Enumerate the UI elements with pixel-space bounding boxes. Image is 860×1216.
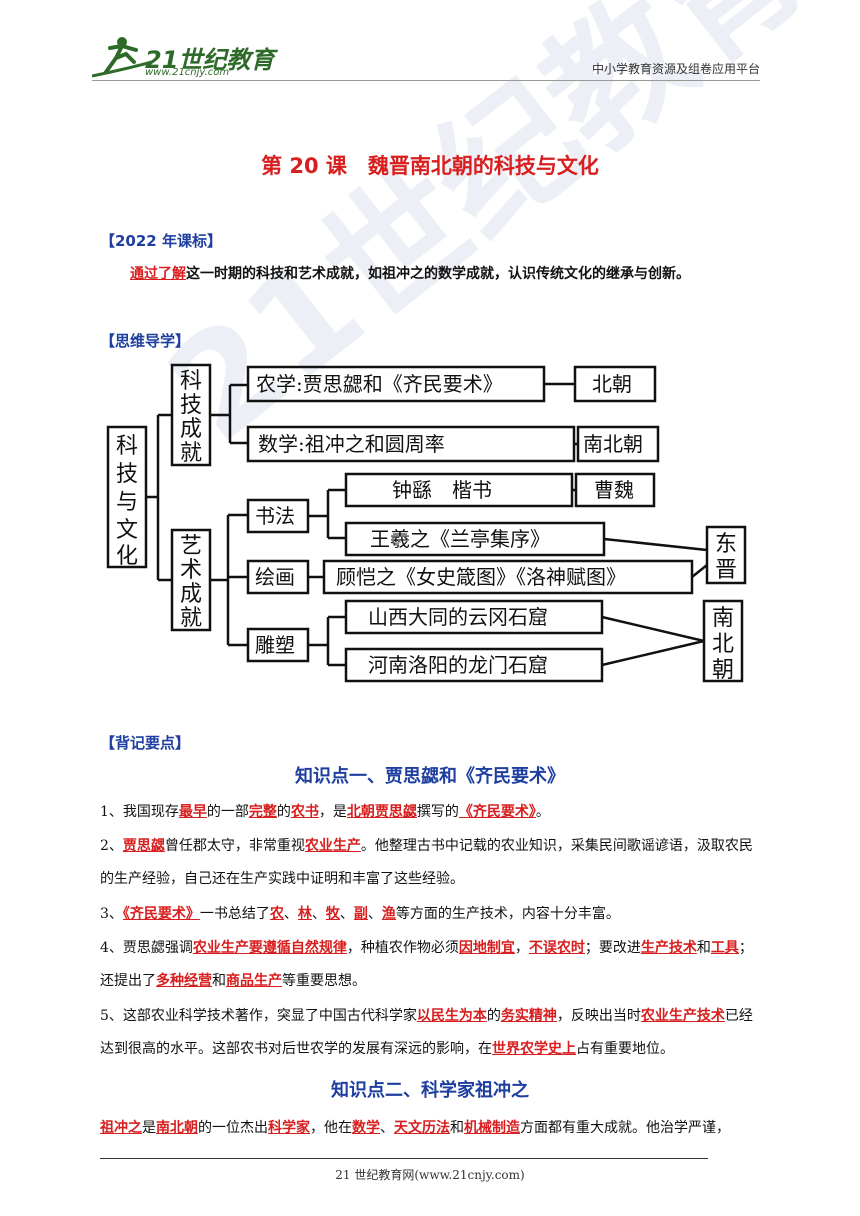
svg-text:文: 文	[116, 518, 138, 543]
svg-text:技: 技	[180, 393, 202, 418]
runner-logo-icon	[91, 37, 153, 78]
mindmap-longmen: 河南洛阳的龙门石窟	[368, 653, 548, 677]
svg-text:成: 成	[180, 582, 202, 607]
footer-text: 21 世纪教育网(www.21cnjy.com)	[335, 1168, 525, 1182]
mindmap-zhongyao: 钟繇 楷书	[392, 478, 492, 502]
mindmap-wangxizhi: 王羲之《兰亭集序》	[370, 527, 550, 551]
kp1-item-3: 3、《齐民要术》一书总结了农、林、牧、副、渔等方面的生产技术，内容十分丰富。	[100, 906, 620, 922]
svg-text:南: 南	[712, 606, 734, 631]
kp1-item-2: 2、贾思勰曾任郡太守，非常重视农业生产。他整理古书中记载的农业知识，采集民间歌谣…	[100, 838, 753, 887]
mindmap-root-char: 科	[116, 434, 138, 459]
mindmap-sculpture: 雕塑	[255, 633, 295, 657]
standard-text: 通过了解这一时期的科技和艺术成就，如祖冲之的数学成就，认识传统文化的继承与创新。	[130, 263, 690, 283]
mindmap-caowei: 曹魏	[594, 478, 634, 502]
logo-url: www.21cnjy.com	[145, 67, 230, 78]
svg-text:艺: 艺	[180, 534, 202, 559]
kp2-title: 知识点二、科学家祖冲之	[331, 1080, 529, 1101]
mindmap-diagram: 科 技 与 文 化 科 技 成 就 艺 术 成 就 东 晋 南 北 朝 农学:贾…	[106, 363, 747, 683]
mindmap-nanbeichao: 南北朝	[583, 432, 643, 456]
kp1-title: 知识点一、贾思勰和《齐民要术》	[295, 766, 565, 787]
logo	[91, 32, 262, 80]
kp2-item-1: 祖冲之是南北朝的一位杰出科学家，他在数学、天文历法和机械制造方面都有重大成就。他…	[100, 1120, 730, 1136]
kp1-item-5: 5、这部农业科学技术著作，突显了中国古代科学家以民生为本的务实精神，反映出当时农…	[100, 1008, 753, 1057]
svg-text:技: 技	[116, 462, 138, 487]
mindmap-painting: 绘画	[255, 565, 295, 589]
svg-text:与: 与	[116, 490, 138, 515]
svg-text:东: 东	[715, 532, 737, 557]
svg-text:就: 就	[180, 441, 202, 466]
header-platform-text: 中小学教育资源及组卷应用平台	[591, 62, 760, 76]
svg-text:化: 化	[116, 544, 138, 569]
svg-text:北: 北	[712, 632, 734, 657]
footer-divider	[100, 1158, 708, 1159]
svg-text:朝: 朝	[712, 658, 734, 683]
mindmap-gukaizhi: 顾恺之《女史箴图》《洛神赋图》	[336, 565, 626, 589]
svg-text:就: 就	[180, 606, 202, 631]
mindmap-heading: 【思维导学】	[100, 332, 191, 350]
svg-text:晋: 晋	[715, 558, 737, 583]
logo-text: 21世纪教育	[145, 46, 275, 74]
page-title: 第 20 课 魏晋南北朝的科技与文化	[261, 154, 599, 178]
svg-text:术: 术	[180, 558, 202, 583]
standard-heading: 【2022 年课标】	[100, 232, 222, 250]
svg-text:成: 成	[180, 417, 202, 442]
mindmap-agri: 农学:贾思勰和《齐民要术》	[256, 372, 503, 396]
kp1-item-4: 4、贾思勰强调农业生产要遵循自然规律，种植农作物必须因地制宜，不误农时；要改进生…	[100, 940, 753, 989]
memorize-heading: 【背记要点】	[100, 734, 191, 752]
mindmap-yungang: 山西大同的云冈石窟	[368, 605, 548, 629]
kp1-item-1: 1、我国现存最早的一部完整的农书，是北朝贾思勰撰写的《齐民要术》。	[100, 804, 550, 820]
standard-body: 这一时期的科技和艺术成就，如祖冲之的数学成就，认识传统文化的继承与创新。	[186, 266, 690, 282]
mindmap-math: 数学:祖冲之和圆周率	[258, 432, 445, 456]
standard-lead: 通过了解	[130, 266, 186, 282]
mindmap-calligraphy: 书法	[255, 504, 295, 528]
mindmap-beichao: 北朝	[592, 372, 632, 396]
svg-text:科: 科	[180, 369, 202, 394]
header-divider	[92, 80, 760, 81]
